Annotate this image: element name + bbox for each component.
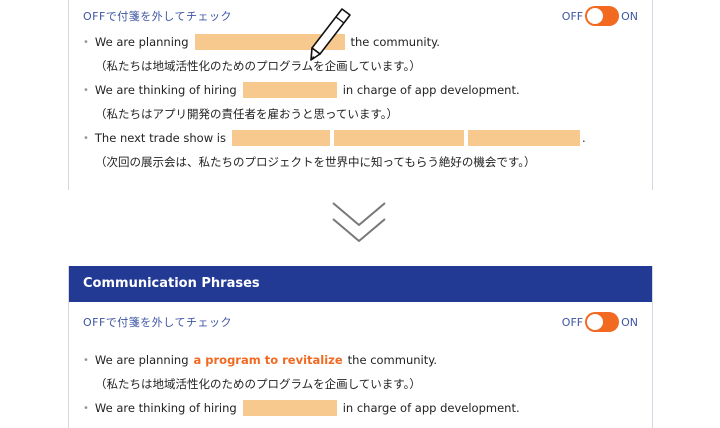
phrase-item: • We are planning the community. (83, 30, 652, 54)
bottom-sticky-toggle[interactable]: OFF ON (562, 312, 638, 332)
phrase-before: We are thinking of hiring (94, 401, 237, 415)
phrase-item: • We are thinking of hiring in charge of… (83, 396, 652, 420)
top-hint-text: OFFで付箋を外してチェック (83, 10, 232, 23)
phrase-after: the community. (350, 35, 440, 49)
phrase-before: The next trade show is (94, 131, 226, 145)
phrase-after: . (581, 131, 586, 145)
top-toggle-on-label: ON (621, 9, 638, 23)
bottom-toggle-switch[interactable] (585, 312, 620, 332)
bottom-phrase-list: • We are planning a program to revitaliz… (69, 342, 652, 420)
top-toggle-off-label: OFF (561, 9, 584, 23)
bottom-toggle-knob (587, 314, 604, 330)
phrase-before: We are thinking of hiring (94, 83, 237, 97)
top-toggle-knob (587, 8, 604, 24)
bullet-dot: • (83, 132, 89, 144)
phrase-translation: （私たちは地域活性化のためのプログラムを企画しています。） (95, 59, 421, 73)
panel-title: Communication Phrases (69, 266, 652, 302)
top-sticky-toggle[interactable]: OFF ON (562, 6, 638, 26)
top-toolbar: OFFで付箋を外してチェック OFF ON (69, 0, 652, 30)
phrase-before: We are planning (94, 35, 189, 49)
phrase-translation: （私たちは地域活性化のためのプログラムを企画しています。） (95, 377, 421, 391)
phrase-after: in charge of app development. (342, 83, 520, 97)
bullet-dot: • (83, 402, 89, 414)
phrase-after: the community. (347, 353, 438, 367)
bottom-toolbar: OFFで付箋を外してチェック OFF ON (69, 302, 652, 342)
phrase-before: We are planning (94, 353, 189, 367)
phrase-item: • We are planning a program to revitaliz… (83, 348, 652, 372)
sticky-note-blank[interactable] (231, 130, 330, 146)
phrase-translation: （私たちはアプリ開発の責任者を雇おうと思っています。） (95, 107, 399, 121)
phrase-translation: （次回の展示会は、私たちのプロジェクトを世界中に知ってもらう絶好の機会です。） (95, 155, 536, 169)
pen-icon (310, 8, 351, 61)
top-toggle-switch[interactable] (585, 6, 620, 26)
phrase-item: • The next trade show is . (83, 126, 652, 150)
bottom-toggle-on-label: ON (621, 315, 638, 329)
top-phrase-panel: OFFで付箋を外してチェック OFF ON • We are planning … (68, 0, 653, 190)
bullet-dot: • (83, 354, 89, 366)
sticky-note-blank[interactable] (242, 82, 337, 98)
bullet-dot: • (83, 84, 89, 96)
phrase-item: • We are thinking of hiring in charge of… (83, 78, 652, 102)
bottom-toggle-off-label: OFF (561, 315, 584, 329)
bottom-phrase-panel: Communication Phrases OFFで付箋を外してチェック OFF… (68, 266, 653, 428)
top-phrase-list: • We are planning the community. （私たちは地域… (69, 30, 652, 174)
sticky-note-blank[interactable] (333, 130, 464, 146)
sticky-note-blank[interactable] (467, 130, 580, 146)
phrase-after: in charge of app development. (342, 401, 520, 415)
revealed-answer: a program to revitalize (193, 353, 343, 367)
sticky-note-blank[interactable] (194, 34, 345, 50)
double-chevron-down-icon (332, 202, 386, 243)
bullet-dot: • (83, 36, 89, 48)
sticky-note-blank[interactable] (242, 400, 337, 416)
bottom-hint-text: OFFで付箋を外してチェック (83, 316, 232, 329)
